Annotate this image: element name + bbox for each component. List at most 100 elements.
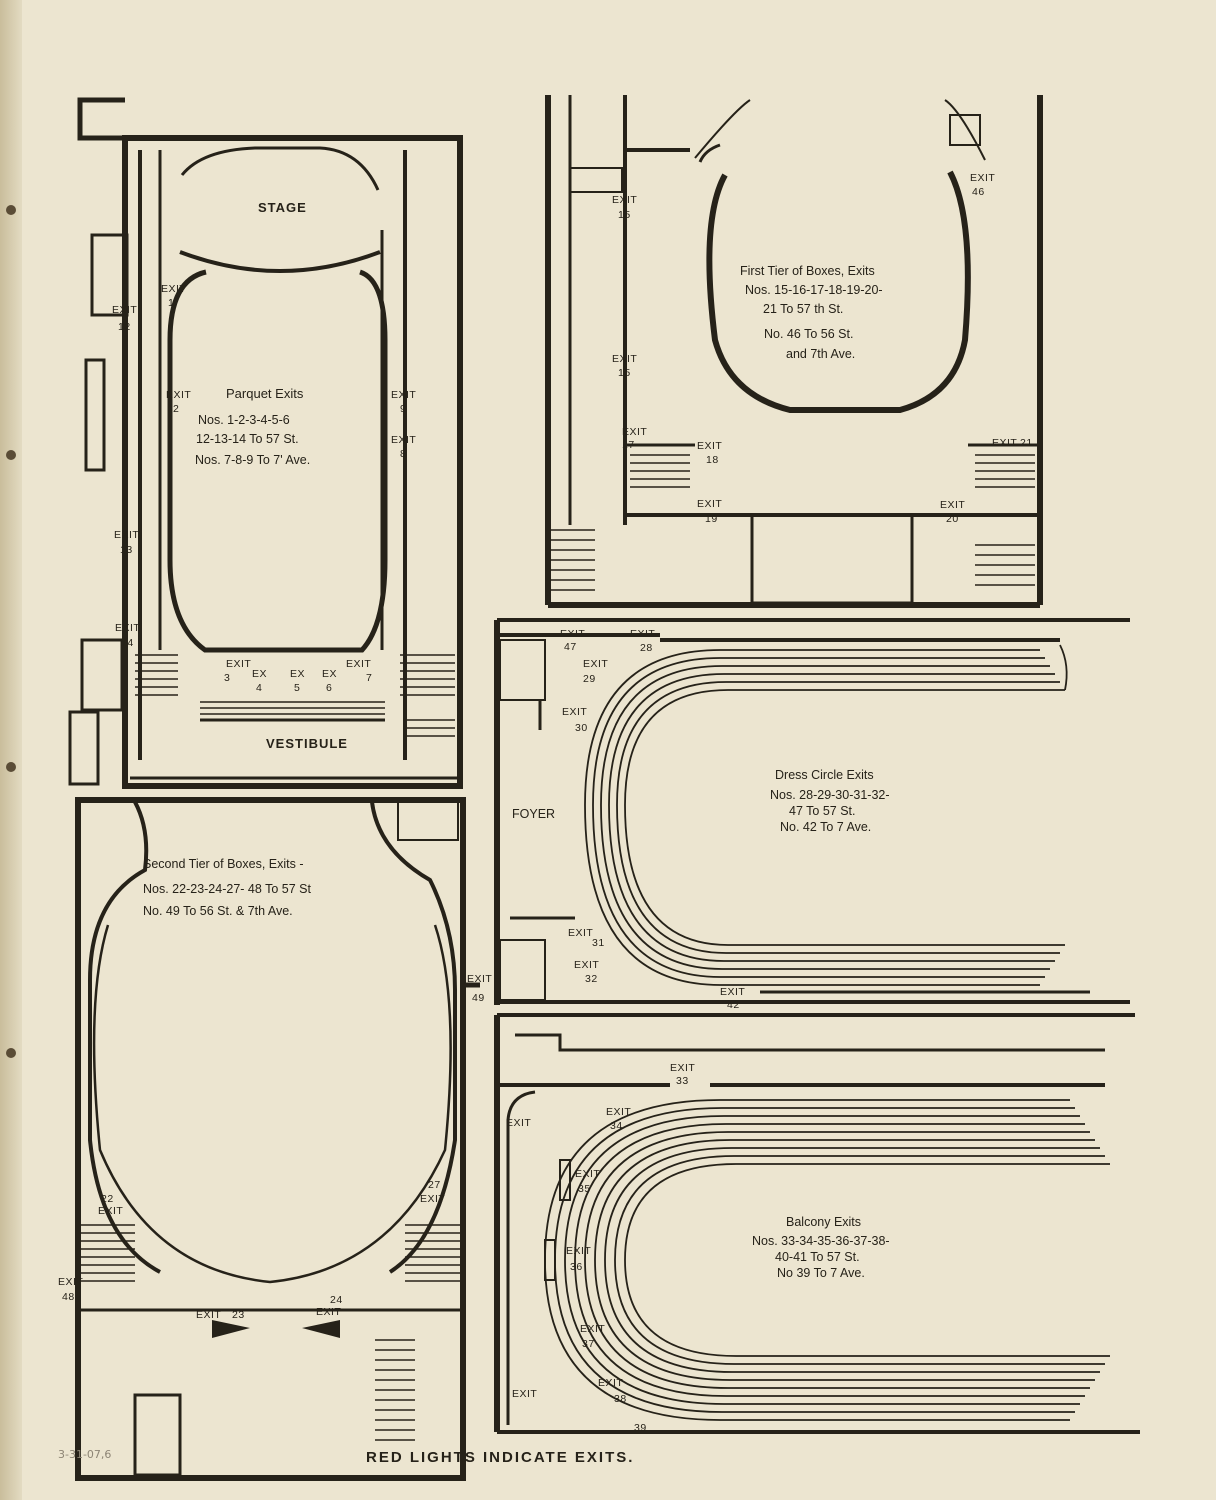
foyer-label: FOYER xyxy=(512,807,555,821)
exit-number: 37 xyxy=(582,1338,595,1350)
exit-number: 34 xyxy=(610,1120,623,1132)
parquet-line-3: Nos. 7-8-9 To 7' Ave. xyxy=(195,453,310,467)
exit-label: EXIT xyxy=(606,1106,631,1118)
exit-number: 7 xyxy=(366,672,372,684)
exit-number: 6 xyxy=(326,682,332,694)
exit-number: 22 xyxy=(101,1193,114,1205)
exit-number: 38 xyxy=(614,1393,627,1405)
first-tier-curve xyxy=(706,170,971,413)
dress-circle-line-3: No. 42 To 7 Ave. xyxy=(780,820,871,834)
ex-label: EX xyxy=(322,668,337,680)
balcony-title: Balcony Exits xyxy=(786,1215,861,1229)
first-tier-line-4: and 7th Ave. xyxy=(786,347,855,361)
balcony-line-3: No 39 To 7 Ave. xyxy=(777,1266,865,1280)
binding-hole xyxy=(6,205,16,215)
binding-hole xyxy=(6,1048,16,1058)
exit-number: 5 xyxy=(294,682,300,694)
exit-number: 17 xyxy=(622,439,635,451)
stage-label: STAGE xyxy=(258,200,307,215)
parquet-line-1: Nos. 1-2-3-4-5-6 xyxy=(198,413,290,427)
exit-number: 27 xyxy=(428,1179,441,1191)
dress-circle-title: Dress Circle Exits xyxy=(775,768,874,782)
exit-label: EXIT xyxy=(992,437,1017,449)
binding-hole xyxy=(6,450,16,460)
second-tier-line-1: Nos. 22-23-24-27- 48 To 57 St xyxy=(143,882,311,896)
binding-spine xyxy=(0,0,22,1500)
exit-number: 35 xyxy=(578,1183,591,1195)
exit-number: 49 xyxy=(472,992,485,1004)
exit-number: 15 xyxy=(618,367,631,379)
parquet-outer-wall xyxy=(122,135,463,789)
second-tier-line-2: No. 49 To 56 St. & 7th Ave. xyxy=(143,904,293,918)
exit-label: EXIT xyxy=(630,628,655,640)
exit-number: 33 xyxy=(676,1075,689,1087)
exit-label: EXIT xyxy=(670,1062,695,1074)
ex-label: EX xyxy=(290,668,305,680)
first-tier-line-3: No. 46 To 56 St. xyxy=(764,327,853,341)
exit-label: EXIT xyxy=(720,986,745,998)
exit-number: 4 xyxy=(256,682,262,694)
exit-label: EXIT xyxy=(506,1117,531,1129)
balcony-plan xyxy=(494,1013,1140,1434)
exit-number: 9 xyxy=(400,403,406,415)
exit-label: EXIT xyxy=(391,389,416,401)
exit-label: EXIT xyxy=(697,498,722,510)
exit-number: 12 xyxy=(118,321,131,333)
exit-label: EXIT xyxy=(574,959,599,971)
exit-number: 8 xyxy=(400,448,406,460)
exit-label: EXIT xyxy=(467,973,492,985)
exit-label: EXIT xyxy=(612,194,637,206)
first-tier-title: First Tier of Boxes, Exits xyxy=(740,264,875,278)
exit-number: 36 xyxy=(570,1261,583,1273)
parquet-title: Parquet Exits xyxy=(226,386,304,401)
exit-number: 31 xyxy=(592,937,605,949)
exit-number: 47 xyxy=(564,641,577,653)
exit-number: 28 xyxy=(640,642,653,654)
ex-label: EX xyxy=(252,668,267,680)
exit-number: 23 xyxy=(232,1309,245,1321)
exit-label: EXIT xyxy=(970,172,995,184)
exit-label: EXIT xyxy=(166,389,191,401)
exit-number: 46 xyxy=(972,186,985,198)
exit-label: EXIT xyxy=(598,1377,623,1389)
exit-label: EXIT xyxy=(697,440,722,452)
exit-number: 21 xyxy=(1020,437,1033,449)
exit-label: EXIT xyxy=(580,1323,605,1335)
box-office-block xyxy=(750,513,914,605)
first-tier-line-2: 21 To 57 th St. xyxy=(763,302,843,316)
exit-label: EXIT xyxy=(112,304,137,316)
second-tier-title: Second Tier of Boxes, Exits - xyxy=(143,857,304,871)
first-tier-line-1: Nos. 15-16-17-18-19-20- xyxy=(745,283,883,297)
exit-number: 15 xyxy=(618,209,631,221)
exit-number: 48 xyxy=(62,1291,75,1303)
exit-label: EXIT xyxy=(560,628,585,640)
dress-circle-line-1: Nos. 28-29-30-31-32- xyxy=(770,788,890,802)
exit-label: EXIT xyxy=(622,426,647,438)
exit-number: 24 xyxy=(330,1294,343,1306)
exit-number: 18 xyxy=(706,454,719,466)
exit-number: 39 xyxy=(634,1422,647,1434)
exit-label: EXIT xyxy=(512,1388,537,1400)
exit-label: EXIT xyxy=(568,927,593,939)
balcony-line-1: Nos. 33-34-35-36-37-38- xyxy=(752,1234,890,1248)
balcony-line-2: 40-41 To 57 St. xyxy=(775,1250,860,1264)
exit-number: 2 xyxy=(173,403,179,415)
exit-number: 30 xyxy=(575,722,588,734)
exit-label: EXIT xyxy=(58,1276,83,1288)
binding-hole xyxy=(6,762,16,772)
exit-number: 3 xyxy=(224,672,230,684)
exit-number: 14 xyxy=(121,637,134,649)
second-tier-outer-wall xyxy=(75,797,466,1481)
parquet-plan xyxy=(68,97,463,789)
exit-label: EXIT xyxy=(940,499,965,511)
footer-note: RED LIGHTS INDICATE EXITS. xyxy=(366,1449,634,1466)
exit-number: 32 xyxy=(585,973,598,985)
exit-label: EXIT xyxy=(612,353,637,365)
exit-label: EXIT xyxy=(420,1193,445,1205)
exit-number: 19 xyxy=(705,513,718,525)
exit-number: 13 xyxy=(120,544,133,556)
exit-label: EXIT xyxy=(346,658,371,670)
second-tier-plan xyxy=(75,797,480,1481)
